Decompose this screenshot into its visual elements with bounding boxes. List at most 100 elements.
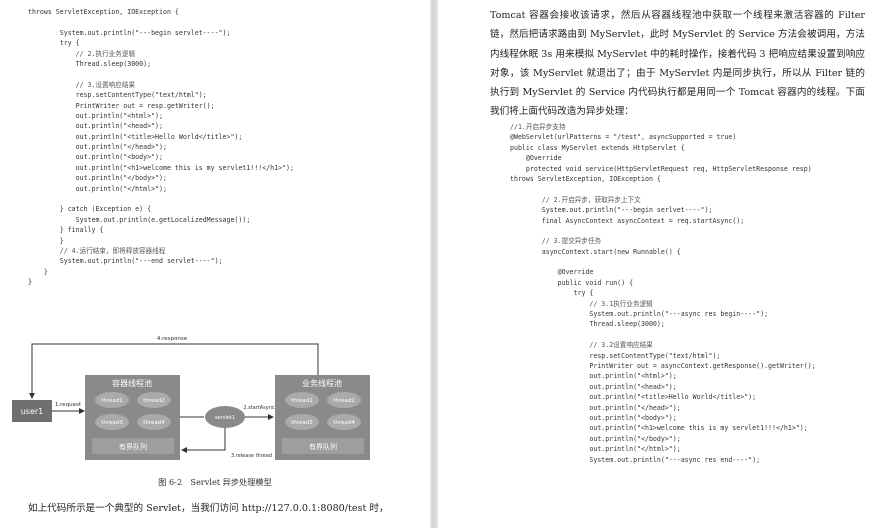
code-line: resp.setContentType("text/html"); xyxy=(510,351,721,360)
async-model-figure: 4.response user1 1.request 容器线程池 thread1… xyxy=(12,336,370,460)
code-line: out.println("<body>"); xyxy=(510,413,677,422)
code-line: public void run() { xyxy=(510,278,634,287)
code-line xyxy=(510,257,816,267)
code-line: // 2.开启异步，获取异步上下文 xyxy=(510,195,641,204)
container-pool-title: 容器线程池 xyxy=(112,378,152,388)
code-line xyxy=(510,184,816,194)
code-line: } xyxy=(28,236,64,245)
code-line: out.println("</head>"); xyxy=(510,403,681,412)
code-line: System.out.println(e.getLocalizedMessage… xyxy=(28,215,251,224)
code-line: @Override xyxy=(510,268,594,277)
code-line: // 2.执行业务逻辑 xyxy=(28,49,136,58)
business-pool-title: 业务线程池 xyxy=(302,378,342,388)
thread-node xyxy=(95,392,129,408)
request-label: 1.request xyxy=(55,402,82,408)
code-line: out.println("<title>Hello World</title>"… xyxy=(28,132,243,141)
code-line: // 3.2设置响应结果 xyxy=(510,341,653,350)
servlet-node xyxy=(205,406,245,428)
code-line: //1.开启异步支持 xyxy=(510,123,566,131)
left-code-block: throws ServletException, IOException { S… xyxy=(28,7,294,288)
code-line: Thread.sleep(3000); xyxy=(28,59,152,68)
code-line: System.out.println("---async res begin--… xyxy=(510,310,769,319)
book-gutter xyxy=(430,0,438,528)
code-line: asyncContext.start(new Runnable() { xyxy=(510,247,681,256)
release-thread-label: 3.release thread xyxy=(231,453,272,459)
response-arrow xyxy=(29,343,319,399)
code-line xyxy=(28,17,294,27)
code-line xyxy=(510,226,816,236)
left-page: throws ServletException, IOException { S… xyxy=(0,0,430,528)
code-line: out.println("<body>"); xyxy=(28,153,163,162)
code-line: // 3.设置响应结果 xyxy=(28,80,136,89)
release-thread-arrow xyxy=(181,428,226,453)
code-line: } finally { xyxy=(28,226,104,235)
code-line: System.out.println("---begin servlet----… xyxy=(28,28,231,37)
thread-label: thread4 xyxy=(333,420,355,426)
code-line: throws ServletException, IOException { xyxy=(28,8,179,16)
code-line xyxy=(510,330,816,340)
business-queue-label: 有界队列 xyxy=(309,442,337,451)
code-line: out.println("</body>"); xyxy=(28,174,167,183)
code-line: final AsyncContext asyncContext = req.st… xyxy=(510,216,745,225)
code-line: @WebServlet(urlPatterns = "/test", async… xyxy=(510,133,737,142)
code-line: out.println("</html>"); xyxy=(510,445,681,454)
code-line: out.println("</head>"); xyxy=(28,143,167,152)
code-line: throws ServletException, IOException { xyxy=(510,174,661,183)
thread-node xyxy=(137,414,171,430)
container-queue-label: 有界队列 xyxy=(119,442,147,451)
code-line: } catch (Exception e) { xyxy=(28,205,152,214)
response-label: 4.response xyxy=(157,336,188,342)
thread-label: thread3 xyxy=(291,420,313,426)
code-line: // 3.1执行业务逻辑 xyxy=(510,299,653,308)
thread-label: thread1 xyxy=(101,398,123,404)
code-line: protected void service(HttpServletReques… xyxy=(510,164,812,173)
code-line: out.println("</html>"); xyxy=(28,184,167,193)
figure-caption: 图 6-2 Servlet 异步处理模型 xyxy=(158,477,272,487)
servlet-label: servlet1 xyxy=(215,415,235,421)
thread-node xyxy=(327,414,361,430)
right-page: Tomcat 容器会接收该请求，然后从容器线程池中获取一个线程来激活容器的 Fi… xyxy=(438,0,879,528)
code-line: out.println("<html>"); xyxy=(28,111,163,120)
container-thread-group: thread1 thread2 thread3 thread4 xyxy=(95,392,171,430)
code-line: resp.setContentType("text/html"); xyxy=(28,91,207,100)
thread-label: thread3 xyxy=(101,420,123,426)
code-line: out.println("<title>Hello World</title>"… xyxy=(510,393,757,402)
code-line: out.println("<head>"); xyxy=(28,122,163,131)
code-line: PrintWriter out = asyncContext.getRespon… xyxy=(510,361,816,370)
thread-label: thread4 xyxy=(143,420,165,426)
container-queue xyxy=(92,438,174,454)
code-line: try { xyxy=(28,39,80,48)
thread-label: thread2 xyxy=(333,398,355,404)
code-line: // 4.运行结束，即将释放容器线程 xyxy=(28,246,166,255)
business-thread-group: thread1 thread2 thread3 thread4 xyxy=(285,392,361,430)
code-line xyxy=(28,69,294,79)
code-line: out.println("</body>"); xyxy=(510,434,681,443)
right-code-block: //1.开启异步支持 @WebServlet(urlPatterns = "/te… xyxy=(510,122,816,465)
code-line: System.out.println("---end servlet----")… xyxy=(28,257,223,266)
code-line: } xyxy=(28,278,32,287)
thread-node xyxy=(285,414,319,430)
code-line: out.println("<head>"); xyxy=(510,382,677,391)
thread-node xyxy=(95,414,129,430)
user-label: user1 xyxy=(21,407,44,416)
code-line: Thread.sleep(3000); xyxy=(510,320,665,329)
code-line: } xyxy=(28,267,48,276)
code-line: out.println("<h1>welcome this is my serv… xyxy=(510,424,808,433)
thread-node xyxy=(327,392,361,408)
code-line: public class MyServlet extends HttpServl… xyxy=(510,143,685,152)
user-box xyxy=(12,400,52,422)
intro-paragraph: Tomcat 容器会接收该请求，然后从容器线程池中获取一个线程来激活容器的 Fi… xyxy=(490,10,865,118)
thread-node xyxy=(285,392,319,408)
code-line: try { xyxy=(510,289,594,298)
code-line xyxy=(28,194,294,204)
code-line: out.println("<h1>welcome this is my serv… xyxy=(28,163,294,172)
thread-label: thread2 xyxy=(143,398,165,404)
code-line: @Override xyxy=(510,154,562,163)
code-line: System.out.println("---begin serlvet----… xyxy=(510,206,713,215)
code-line: // 3.提交异步任务 xyxy=(510,237,602,246)
code-line: out.println("<html>"); xyxy=(510,372,677,381)
thread-label: thread1 xyxy=(291,398,313,404)
code-line: PrintWriter out = resp.getWriter(); xyxy=(28,101,215,110)
thread-node xyxy=(137,392,171,408)
code-line: System.out.println("---async res end----… xyxy=(510,455,761,464)
